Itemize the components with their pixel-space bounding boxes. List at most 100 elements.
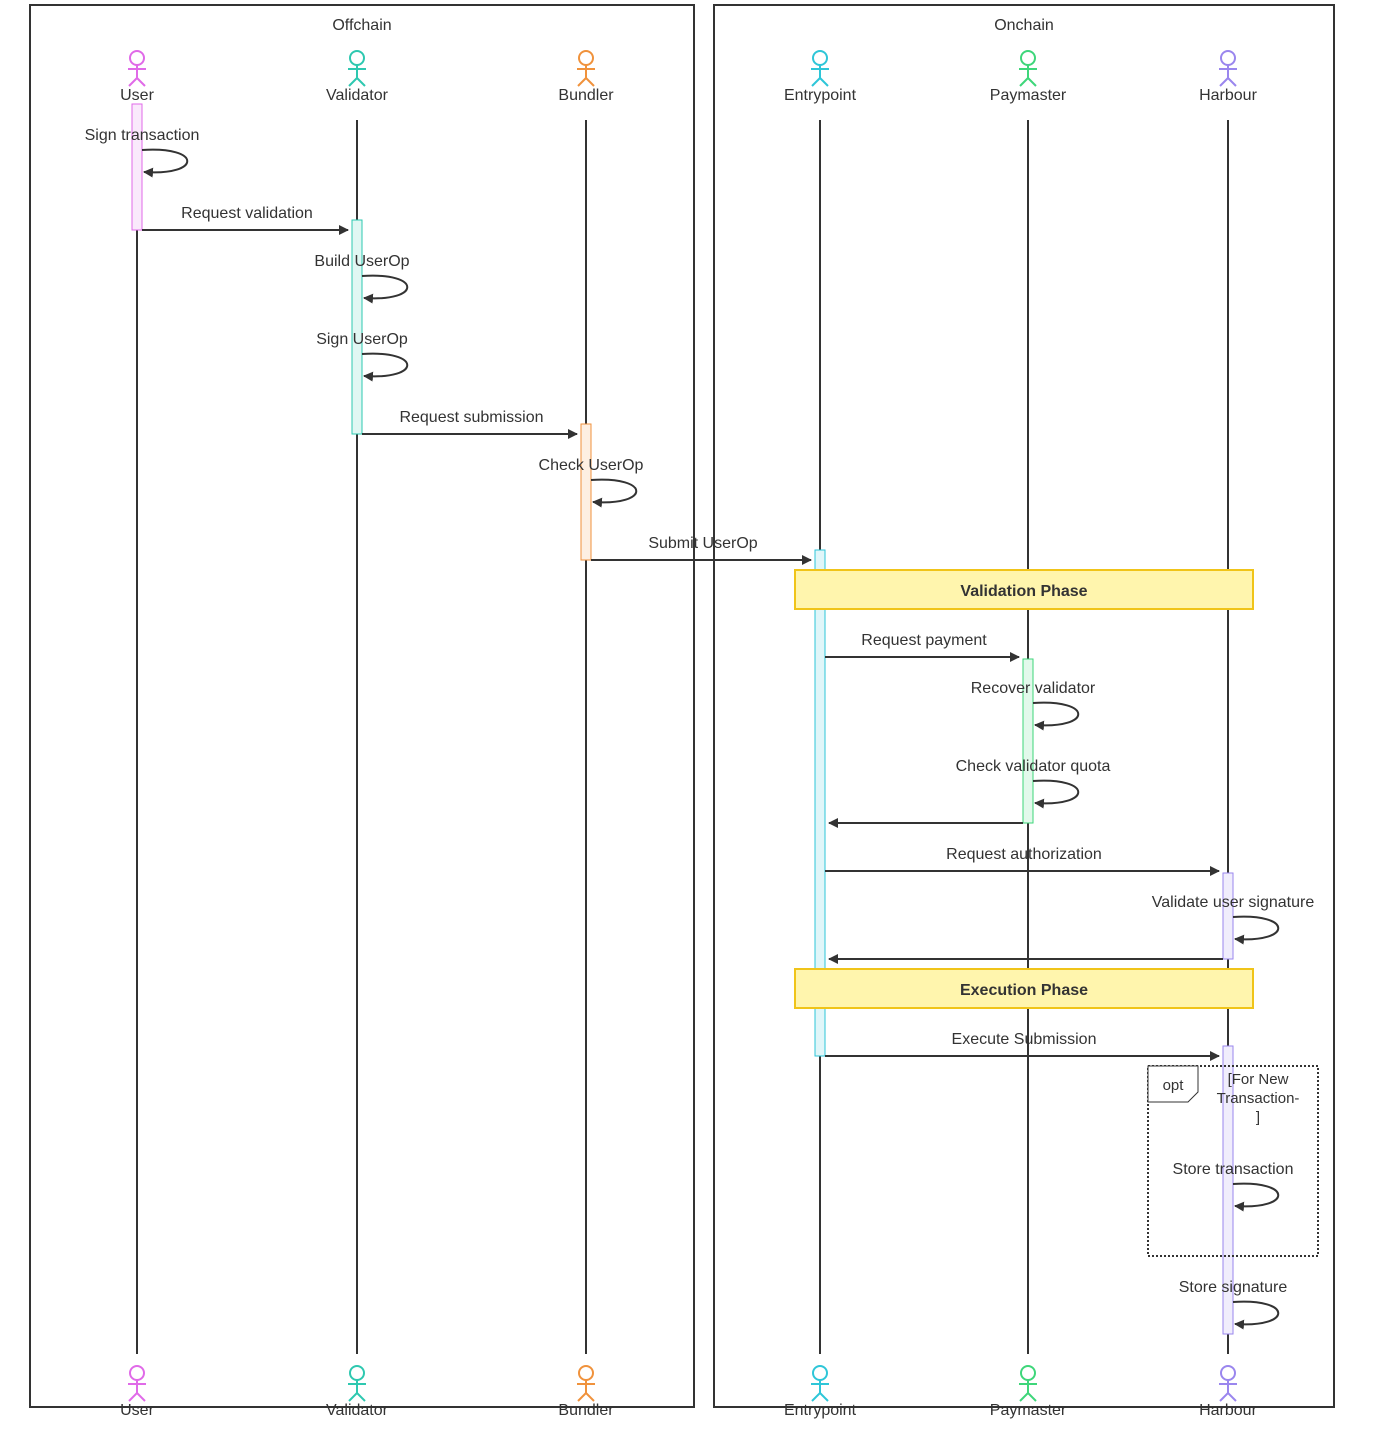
actor-label: Harbour [1199,87,1257,104]
actor-label: Entrypoint [784,87,857,104]
person-icon [348,1365,366,1402]
onchain-box: Onchain [713,4,1335,1408]
offchain-box: Offchain [29,4,695,1408]
actor-user-top: User [120,50,155,104]
actor-entrypoint-top: Entrypoint [784,50,857,104]
actor-label: Validator [326,1402,389,1419]
actor-validator-bottom: Validator [326,1365,389,1419]
person-icon [1219,1365,1237,1402]
activation-bar-paymaster [1022,658,1034,824]
message-m12: Request authorization [825,846,1220,876]
message-m1: Sign transaction [85,127,200,178]
actor-entrypoint-bottom: Entrypoint [784,1365,857,1419]
actor-label: Paymaster [990,87,1067,104]
actor-label: Bundler [558,87,614,104]
actor-label: User [120,1402,154,1419]
actor-label: Validator [326,87,389,104]
validation-phase-label: Validation Phase [960,583,1087,600]
message-m6: Check UserOp [539,457,644,508]
activation-bar-validator [351,219,363,435]
activation-bars-back [814,549,826,1057]
actor-paymaster-top: Paymaster [990,50,1067,104]
offchain-box-title: Offchain [332,17,391,34]
activation-bars-front [131,103,1234,1335]
message-label: Sign transaction [85,127,200,144]
message-m16: Store transaction [1173,1161,1294,1212]
self-loop-arrow [141,148,189,178]
self-loop-arrow [1232,1300,1280,1330]
message-label: Request authorization [946,846,1102,863]
self-loop-arrow [1232,1182,1280,1212]
message-label: Request submission [399,409,543,426]
activation-bar-user [131,103,143,231]
actor-bundler-bottom: Bundler [558,1365,614,1419]
activation-bar-harbour [1222,1045,1234,1335]
lifelines [136,120,1229,1354]
person-icon [811,50,829,87]
message-m7: Submit UserOp [591,535,812,565]
person-icon [348,50,366,87]
opt-condition-line-2: Transaction- [1217,1090,1300,1107]
message-m17: Store signature [1179,1279,1288,1330]
message-label: Sign UserOp [316,331,408,348]
actor-label: Harbour [1199,1402,1257,1419]
validation-phase-note: Validation Phase [794,569,1254,610]
activation-bar-entrypoint [814,549,826,1057]
opt-keyword: opt [1163,1077,1185,1094]
self-loop-arrow [361,274,409,304]
actor-paymaster-bottom: Paymaster [990,1365,1067,1419]
actor-label: User [120,87,154,104]
person-icon [1019,50,1037,87]
actor-label: Entrypoint [784,1402,857,1419]
message-m4: Sign UserOp [316,331,409,382]
message-m9: Recover validator [971,680,1096,731]
message-label: Submit UserOp [648,535,757,552]
message-label: Execute Submission [952,1031,1097,1048]
message-label: Validate user signature [1152,894,1315,911]
person-icon [128,1365,146,1402]
person-icon [577,1365,595,1402]
message-label: Check validator quota [956,758,1111,775]
person-icon [811,1365,829,1402]
self-loop-arrow [590,478,638,508]
activation-bar-bundler [580,423,592,561]
message-m10: Check validator quota [956,758,1111,809]
activation-bar-harbour [1222,872,1234,960]
message-label: Recover validator [971,680,1096,697]
message-m8: Request payment [825,632,1020,662]
self-loop-arrow [1032,779,1080,809]
self-loop-arrow [1232,915,1280,945]
message-m13: Validate user signature [1152,894,1315,945]
self-loop-arrow [1032,701,1080,731]
execution-phase-label: Execution Phase [960,982,1088,999]
actor-harbour-top: Harbour [1199,50,1258,104]
message-m3: Build UserOp [314,253,410,304]
message-label: Request validation [181,205,313,222]
actor-user-bottom: User [120,1365,155,1419]
actor-label: Bundler [558,1402,614,1419]
person-icon [1019,1365,1037,1402]
actor-bundler-top: Bundler [558,50,614,104]
person-icon [1219,50,1237,87]
message-label: Check UserOp [539,457,644,474]
message-m5: Request submission [362,409,578,439]
opt-condition-line-1: [For New [1228,1071,1289,1088]
person-icon [128,50,146,87]
message-label: Build UserOp [314,253,409,270]
message-m15: Execute Submission [825,1031,1220,1061]
message-label: Request payment [861,632,987,649]
self-loop-arrow [361,352,409,382]
actor-label: Paymaster [990,1402,1067,1419]
opt-block: opt [For New Transaction- ] [1147,1065,1319,1257]
actor-harbour-bottom: Harbour [1199,1365,1258,1419]
person-icon [577,50,595,87]
actor-validator-top: Validator [326,50,389,104]
opt-condition-line-3: ] [1256,1109,1260,1126]
actors: UserUserValidatorValidatorBundlerBundler… [120,50,1258,1419]
onchain-box-title: Onchain [994,17,1054,34]
message-label: Store transaction [1173,1161,1294,1178]
message-label: Store signature [1179,1279,1288,1296]
message-m2: Request validation [142,205,349,235]
